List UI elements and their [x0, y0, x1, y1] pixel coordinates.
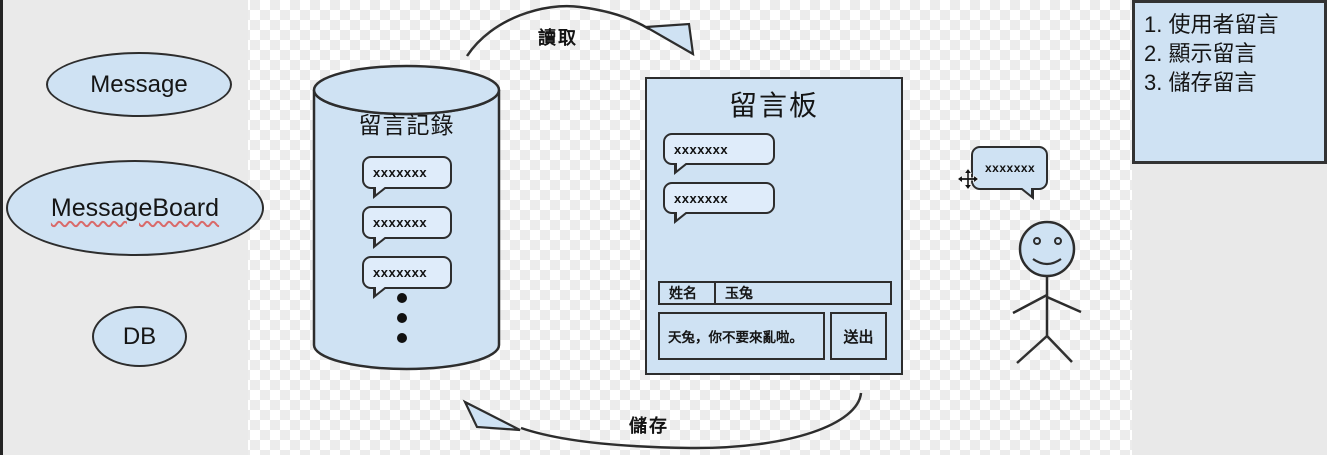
ellipsis-dot [397, 293, 407, 303]
process-step-2: 2. 顯示留言 [1144, 41, 1257, 66]
process-step-1: 1. 使用者留言 [1144, 12, 1279, 37]
read-arrow-label[interactable]: 讀取 [538, 28, 578, 48]
stored-message-bubble[interactable]: xxxxxxx [362, 206, 452, 249]
board-message-bubble[interactable]: xxxxxxx [663, 182, 775, 224]
class-ellipse-db[interactable]: DB [92, 306, 187, 367]
name-field-row: 姓名 玉兔 [658, 281, 892, 305]
process-steps-box[interactable]: 1. 使用者留言 2. 顯示留言 3. 儲存留言 [1132, 0, 1327, 164]
save-arrow-label[interactable]: 儲存 [629, 416, 669, 436]
stick-figure-arms [1012, 293, 1082, 315]
ellipsis-dot [397, 333, 407, 343]
name-field-label: 姓名 [660, 283, 716, 303]
stick-figure-eye-left [1033, 237, 1041, 245]
message-input[interactable]: 天兔，你不要來亂啦。 [658, 312, 825, 360]
left-dark-edge [0, 0, 3, 455]
class-ellipse-message[interactable]: Message [46, 52, 232, 117]
cylinder-title: 留言記錄 [358, 112, 455, 138]
board-message-text: xxxxxxx [674, 141, 729, 157]
class-ellipse-messageboard[interactable]: MessageBoard [6, 160, 264, 256]
class-label-message: Message [90, 70, 188, 98]
class-label-messageboard: MessageBoard [50, 193, 220, 222]
board-message-text: xxxxxxx [674, 190, 729, 206]
save-arrowhead-icon [462, 399, 521, 432]
submit-button[interactable]: 送出 [830, 312, 887, 360]
stored-message-text: xxxxxxx [373, 165, 428, 180]
process-step-3: 3. 儲存留言 [1144, 70, 1257, 95]
stick-figure-head [1018, 220, 1076, 278]
stored-message-bubble[interactable]: xxxxxxx [362, 256, 452, 299]
class-label-db: DB [122, 322, 157, 350]
stick-figure-eye-right [1054, 237, 1062, 245]
user-speech-bubble[interactable]: xxxxxxx [971, 146, 1048, 200]
stick-figure-smile [1032, 258, 1062, 266]
stored-message-text: xxxxxxx [373, 215, 428, 230]
name-input[interactable]: 玉兔 [725, 285, 753, 301]
stick-figure-user[interactable] [1012, 220, 1082, 364]
board-message-bubble[interactable]: xxxxxxx [663, 133, 775, 175]
read-arrowhead-icon [642, 22, 695, 57]
move-cursor-icon [957, 168, 979, 190]
stored-message-text: xxxxxxx [373, 265, 428, 280]
ellipsis-dot [397, 313, 407, 323]
user-speech-text: xxxxxxx [985, 161, 1036, 175]
message-board-title: 留言板 [728, 90, 819, 121]
right-gray-panel [1132, 164, 1327, 455]
read-arrow[interactable] [465, 4, 695, 57]
stick-figure-legs [1016, 335, 1073, 364]
stored-message-bubble[interactable]: xxxxxxx [362, 156, 452, 199]
